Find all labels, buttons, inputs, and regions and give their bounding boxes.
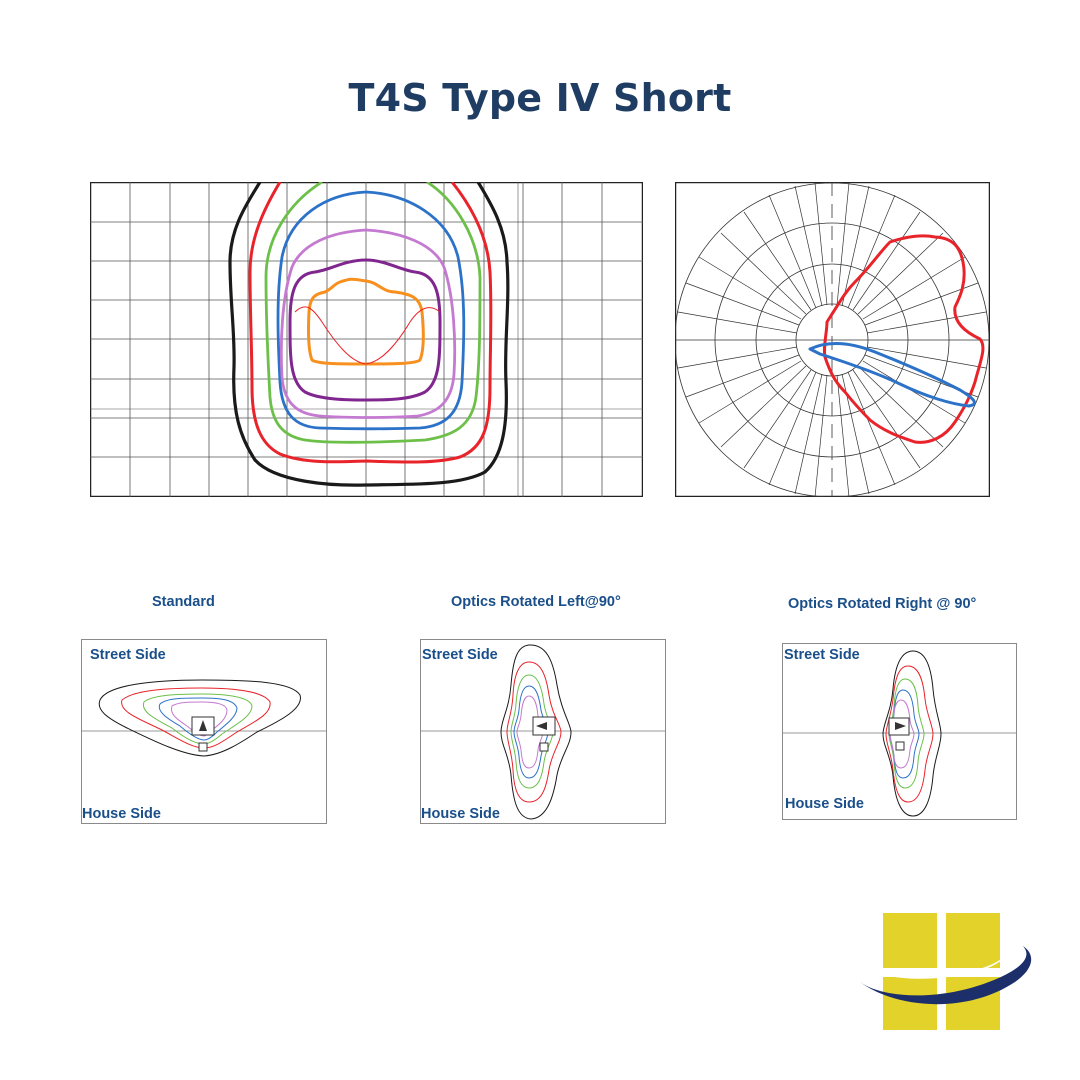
polar-grid [675,182,990,497]
contour-black [228,182,510,487]
house-side-label: House Side [785,796,864,812]
view-title-standard: Standard [152,594,215,610]
distribution-svg-standard [82,679,326,757]
distribution-box-standard: Street Side House Side [81,639,327,824]
distribution-box-rotated-left: Street Side House Side [420,639,666,824]
distribution-box-rotated-right: Street Side House Side [782,643,1017,820]
page-title: T4S Type IV Short [348,76,732,120]
house-side-label: House Side [82,806,161,822]
street-side-label: Street Side [422,647,498,663]
contour-violet [279,228,457,419]
contour-blue [276,190,466,431]
street-side-label: Street Side [784,647,860,663]
polar-curve-red [822,234,985,444]
polar-curve-blue [808,341,976,408]
street-side-label: Street Side [90,647,166,663]
contour-orange [306,277,425,366]
window-cross-swoosh-logo-icon [860,913,1032,1030]
arrow-left-icon [536,722,547,730]
polar-candela-plot [675,182,990,497]
isofootcandle-plot [90,182,643,497]
distribution-svg-rotated-left [421,644,665,820]
house-side-label: House Side [421,806,500,822]
contour-green [264,182,482,444]
contour-red [248,182,493,464]
arrow-up-icon [199,720,207,731]
view-title-rotated-left: Optics Rotated Left@90° [451,594,621,610]
distribution-svg-rotated-right [783,650,1016,817]
isofootcandle-svg [90,182,643,497]
arrow-right-icon [895,722,906,730]
view-title-rotated-right: Optics Rotated Right @ 90° [788,596,977,612]
contour-purple [288,258,442,402]
isofootcandle-contours [228,182,510,487]
polar-radials [677,182,987,497]
polar-svg [675,182,990,497]
polar-curves [808,234,985,444]
contour-thin-red [294,306,441,365]
company-logo [855,910,1045,1040]
